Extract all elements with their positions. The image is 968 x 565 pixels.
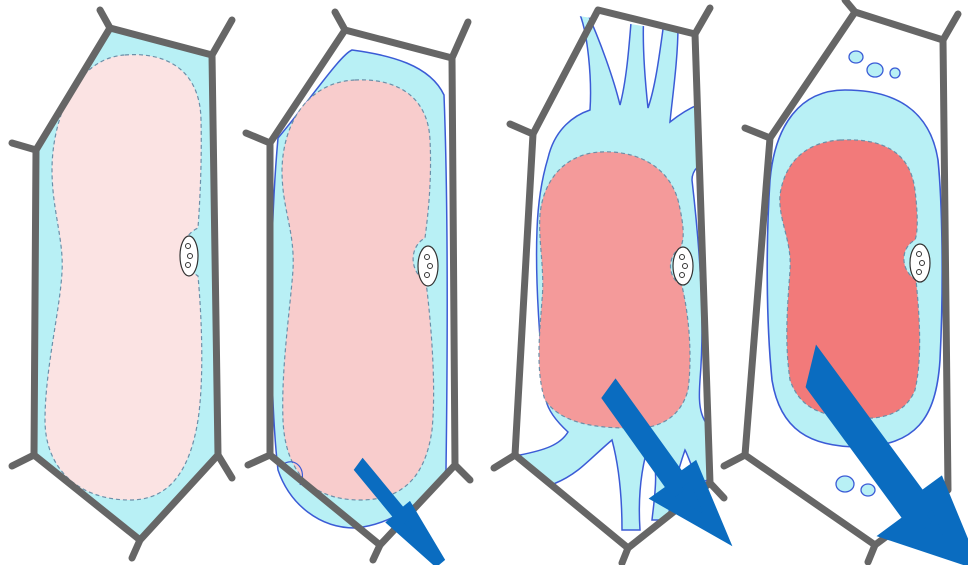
nucleus-icon — [180, 236, 198, 276]
nucleus-icon — [673, 247, 693, 285]
nucleus-icon — [910, 244, 930, 282]
vacuole — [282, 80, 434, 500]
cell-3 — [494, 8, 724, 563]
cell-2 — [246, 12, 470, 563]
nucleus-icon — [418, 246, 438, 286]
vacuole — [45, 55, 202, 500]
cell-1 — [12, 10, 232, 558]
vacuole — [780, 140, 920, 419]
cell-4 — [724, 0, 962, 562]
